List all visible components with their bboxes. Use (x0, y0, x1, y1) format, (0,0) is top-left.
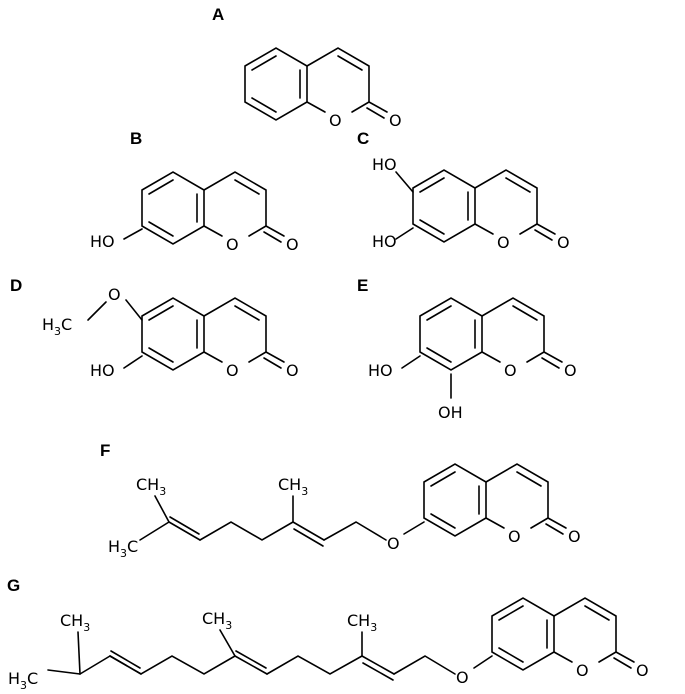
panel-label-b: B (130, 129, 142, 148)
methyl-label-g2: CH3 (202, 609, 232, 632)
panel-label-e: E (357, 276, 368, 295)
methyl-label-g4: CH3 (60, 611, 90, 634)
structure-a: A (212, 5, 403, 131)
methyl-label-g1: CH3 (347, 611, 377, 634)
hydroxyl-label-c2: HO (372, 232, 397, 251)
methoxy-oxygen-label-d: O (108, 285, 121, 304)
panel-label-c: C (357, 129, 369, 148)
panel-label-a: A (212, 5, 224, 24)
methyl-label-g3: H3C (8, 669, 38, 692)
coumarin-core-a (244, 47, 403, 131)
structure-f: F O CH3 H3C CH3 (100, 441, 582, 560)
panel-label-d: D (10, 276, 22, 295)
methyl-label-f1: CH3 (278, 475, 308, 498)
methyl-label-f3: CH3 (136, 475, 166, 498)
panel-label-f: F (100, 441, 110, 460)
hydroxyl-label-d: HO (90, 361, 115, 380)
ether-oxygen-label-g: O (456, 668, 469, 687)
structure-g: G O CH3 CH3 H3C CH3 (7, 576, 650, 692)
hydroxyl-label-e1: HO (368, 361, 393, 380)
hydroxyl-label-b: HO (90, 232, 115, 251)
methyl-label-d: H3C (42, 315, 72, 338)
structure-e: E HO OH (357, 276, 578, 422)
ether-oxygen-label-f: O (387, 534, 400, 553)
methyl-label-f2: H3C (108, 537, 138, 560)
hydroxyl-label-c1: HO (372, 155, 397, 174)
structure-c: C HO HO (357, 129, 571, 253)
panel-label-g: G (7, 576, 20, 595)
hydroxyl-label-e2: OH (438, 403, 463, 422)
structure-d: D O H3C HO (10, 276, 300, 381)
structure-b: B HO (90, 129, 300, 255)
